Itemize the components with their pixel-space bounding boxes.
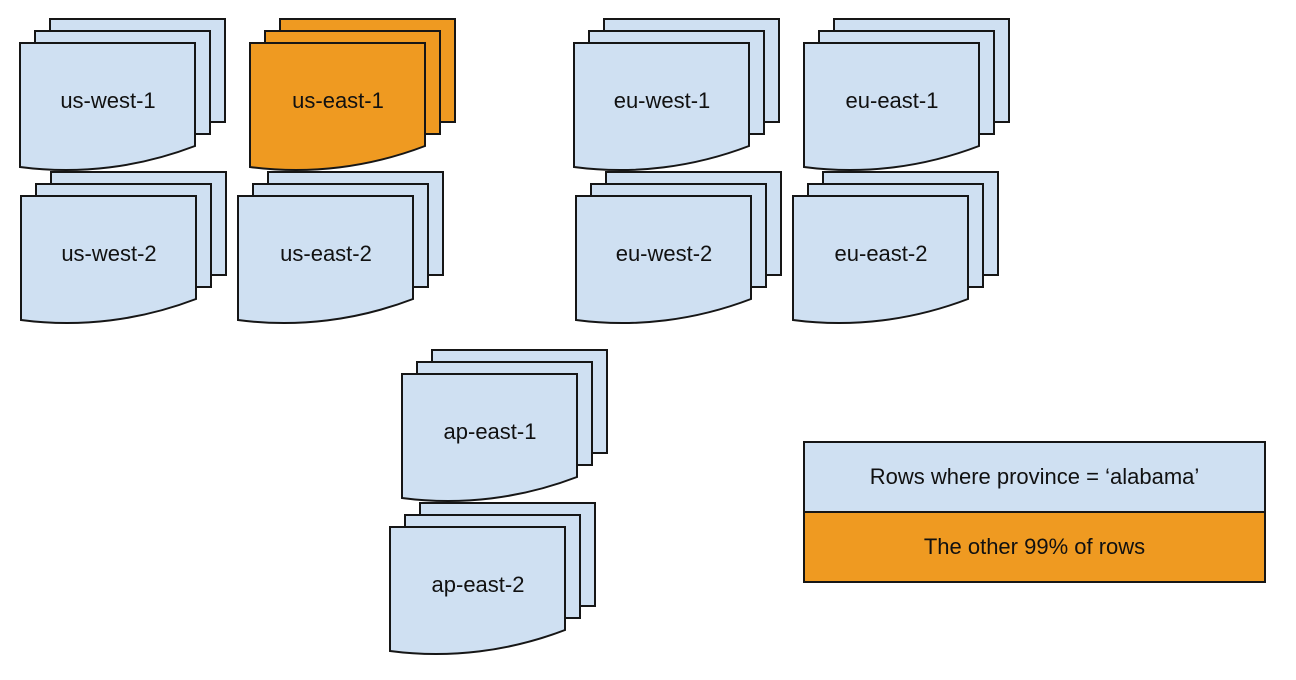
document-sheet-front — [575, 195, 752, 325]
region-stack-us-west-1: us-west-1 — [19, 18, 227, 176]
document-sheet-front — [20, 195, 197, 325]
multi-document-shape — [249, 18, 456, 172]
document-sheet-front — [237, 195, 414, 325]
region-stack-ap-east-1: ap-east-1 — [401, 349, 609, 507]
region-stack-ap-east-2: ap-east-2 — [389, 502, 597, 660]
legend-label: The other 99% of rows — [923, 534, 1146, 559]
legend-label: Rows where province = ‘alabama’ — [869, 464, 1200, 489]
multi-document-shape — [792, 171, 999, 325]
document-sheet-front — [19, 42, 196, 172]
multi-document-shape — [573, 18, 780, 172]
region-stack-us-east-1: us-east-1 — [249, 18, 457, 176]
document-sheet-front — [401, 373, 578, 503]
multi-document-shape — [389, 502, 596, 656]
region-stack-eu-west-1: eu-west-1 — [573, 18, 781, 176]
document-sheet-front — [573, 42, 750, 172]
multi-document-shape — [803, 18, 1010, 172]
document-sheet-front — [389, 526, 566, 656]
region-stack-us-east-2: us-east-2 — [237, 171, 445, 329]
multi-document-shape — [20, 171, 227, 325]
legend: Rows where province = ‘alabama’ The othe… — [803, 441, 1266, 583]
document-sheet-front — [249, 42, 426, 172]
region-stack-eu-west-2: eu-west-2 — [575, 171, 783, 329]
legend-row-other-99: The other 99% of rows — [805, 511, 1264, 581]
document-sheet-front — [792, 195, 969, 325]
region-stack-us-west-2: us-west-2 — [20, 171, 228, 329]
multi-document-shape — [237, 171, 444, 325]
multi-document-shape — [19, 18, 226, 172]
region-stack-eu-east-1: eu-east-1 — [803, 18, 1011, 176]
document-sheet-front — [803, 42, 980, 172]
multi-document-shape — [401, 349, 608, 503]
legend-row-alabama: Rows where province = ‘alabama’ — [805, 443, 1264, 511]
region-stack-eu-east-2: eu-east-2 — [792, 171, 1000, 329]
multi-document-shape — [575, 171, 782, 325]
